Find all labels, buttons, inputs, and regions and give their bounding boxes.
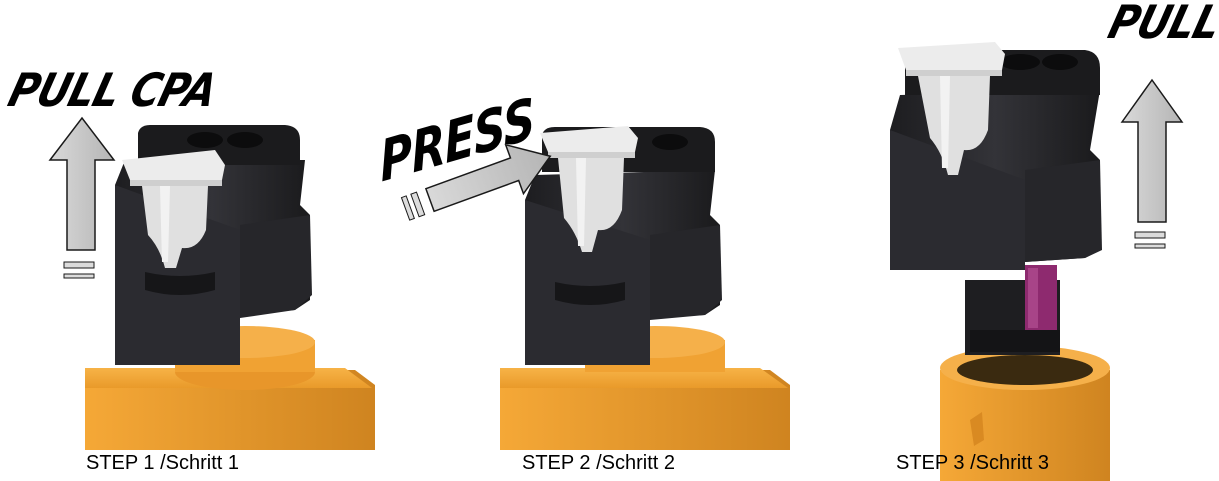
pull-label: PULL	[1103, 0, 1219, 49]
step-3-caption: STEP 3 /Schritt 3	[896, 452, 1049, 475]
step-1-caption: STEP 1 /Schritt 1	[86, 452, 239, 475]
step-2-panel: PRESS STEP 2 /Schritt 2	[400, 0, 820, 481]
pull-cpa-label: PULL CPA	[3, 65, 222, 118]
connector-stem	[965, 265, 1060, 355]
step-3-illustration	[860, 0, 1219, 481]
step-1-panel: PULL CPA STEP 1 /Schritt 1	[0, 0, 420, 481]
pull-up-arrow	[50, 118, 114, 278]
pull-up-arrow	[1122, 80, 1182, 248]
step-2-caption: STEP 2 /Schritt 2	[522, 452, 675, 475]
step-2-illustration	[400, 0, 820, 481]
step-3-panel: PULL STEP 3 /Schritt 3	[860, 0, 1219, 481]
